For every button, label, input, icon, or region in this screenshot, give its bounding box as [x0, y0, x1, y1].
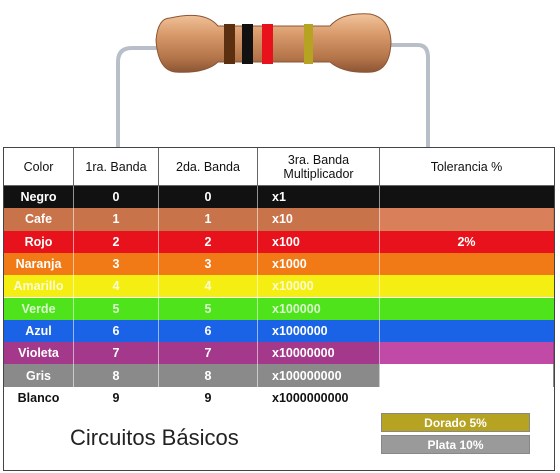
multiplier-cell: x100000000: [258, 364, 380, 387]
band2-cell: 4: [159, 275, 258, 298]
color-name-cell: Violeta: [4, 342, 74, 365]
band2-cell: 2: [159, 230, 258, 253]
multiplier-cell: x10: [258, 208, 380, 231]
color-name-cell: Naranja: [4, 252, 74, 276]
band1-cell: 6: [74, 319, 159, 343]
band1-cell: 1: [74, 208, 159, 231]
tolerance-cell: 2%: [380, 230, 553, 253]
tolerance-cell: [380, 252, 553, 276]
band2-cell: 6: [159, 319, 258, 343]
tolerance-cell: [380, 386, 553, 409]
resistor-band-4: [304, 24, 313, 64]
color-name-cell: Gris: [4, 364, 74, 387]
band1-cell: 2: [74, 230, 159, 253]
resistor-body: [155, 13, 392, 73]
multiplier-cell: x10000000: [258, 342, 380, 365]
band2-cell: 7: [159, 342, 258, 365]
tolerance-cell: [380, 342, 553, 365]
tolerance-cell: [380, 297, 553, 320]
tolerance-cell: [380, 275, 553, 298]
band1-cell: 7: [74, 342, 159, 365]
multiplier-cell: x1000000: [258, 319, 380, 343]
color-name-cell: Verde: [4, 297, 74, 320]
footer-title: Circuitos Básicos: [70, 425, 239, 450]
band1-cell: 9: [74, 386, 159, 409]
multiplier-cell: x10000: [258, 275, 380, 298]
header-band1: 1ra. Banda: [74, 148, 159, 185]
resistor-image: [116, 13, 430, 148]
band2-cell: 5: [159, 297, 258, 320]
left-lead: [116, 46, 172, 148]
color-name-cell: Cafe: [4, 208, 74, 231]
band2-cell: 1: [159, 208, 258, 231]
tolerance-cell: [380, 186, 553, 209]
table-header-row: Color 1ra. Banda 2da. Banda 3ra. Banda M…: [4, 148, 554, 186]
header-color: Color: [4, 148, 74, 185]
band1-cell: 0: [74, 186, 159, 209]
band2-cell: 9: [159, 386, 258, 409]
gold-tolerance-box: Dorado 5%: [381, 413, 530, 432]
multiplier-cell: x1000000000: [258, 386, 380, 409]
band2-cell: 8: [159, 364, 258, 387]
band2-cell: 3: [159, 252, 258, 276]
tolerance-cell: [380, 319, 553, 343]
color-name-cell: Blanco: [4, 386, 74, 409]
band1-cell: 8: [74, 364, 159, 387]
color-name-cell: Amarillo: [4, 275, 74, 298]
header-band2: 2da. Banda: [159, 148, 258, 185]
band1-cell: 5: [74, 297, 159, 320]
color-name-cell: Negro: [4, 186, 74, 209]
header-tolerance: Tolerancia %: [430, 159, 503, 174]
silver-tolerance-box: Plata 10%: [381, 435, 530, 454]
header-multiplier-line1: 3ra. Banda: [287, 152, 350, 167]
band1-cell: 4: [74, 275, 159, 298]
multiplier-cell: x100000: [258, 297, 380, 320]
header-multiplier: 3ra. Banda Multiplicador: [258, 148, 380, 185]
resistor-color-table: Color 1ra. Banda 2da. Banda 3ra. Banda M…: [3, 147, 555, 471]
tolerance-cell: [380, 208, 553, 231]
resistor-band-2: [242, 24, 253, 64]
color-name-cell: Rojo: [4, 230, 74, 253]
band2-cell: 0: [159, 186, 258, 209]
header-multiplier-line2: Multiplicador: [283, 166, 354, 181]
multiplier-cell: x1000: [258, 252, 380, 276]
resistor-band-1: [224, 24, 235, 64]
color-name-cell: Azul: [4, 319, 74, 343]
resistor-band-3: [262, 24, 273, 64]
right-lead: [380, 43, 430, 148]
multiplier-cell: x1: [258, 186, 380, 209]
band1-cell: 3: [74, 252, 159, 276]
tolerance-cell: [380, 364, 553, 387]
multiplier-cell: x100: [258, 230, 380, 253]
